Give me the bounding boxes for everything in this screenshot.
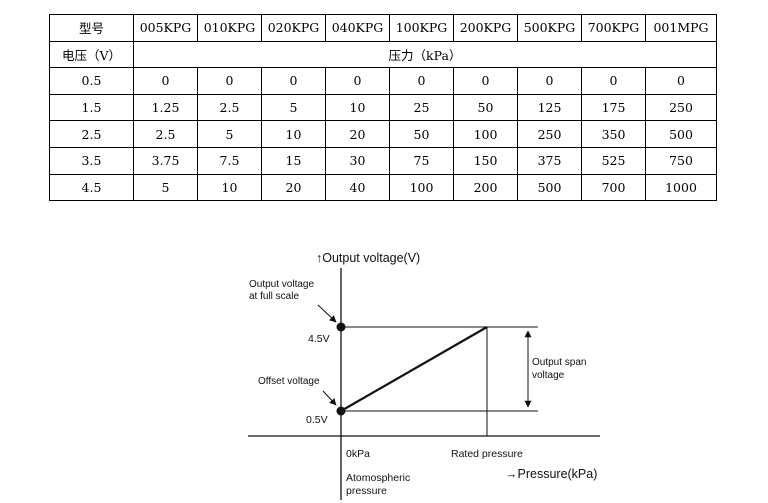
pressure-cell: 100 [389,173,454,202]
pressure-cell: 0 [581,67,646,95]
table-unit-row: 电压（V） 压力（kPa） [49,40,717,69]
pressure-cell: 40 [325,173,390,202]
table-row: 3.5 3.75 7.5 15 30 75 150 375 525 750 [49,146,717,175]
pressure-cell: 0 [133,67,198,95]
model-cell: 500KPG [517,14,582,42]
v-low-label: 0.5V [306,414,328,426]
full-scale-pointer-arrow [317,304,337,323]
pressure-cell: 0 [645,67,717,95]
x-rated-label: Rated pressure [451,448,523,460]
full-scale-label-line2: at full scale [249,291,299,302]
voltage-cell: 3.5 [49,146,134,175]
pressure-cell: 50 [389,120,454,148]
offset-label: Offset voltage [258,376,320,387]
pressure-cell: 0 [517,67,582,95]
pressure-cell: 1000 [645,173,717,202]
table-row: 2.5 2.5 5 10 20 50 100 250 350 500 [49,120,717,148]
voltage-cell: 1.5 [49,93,134,122]
table-header-row: 型号 005KPG 010KPG 020KPG 040KPG 100KPG 20… [49,14,717,42]
pressure-cell: 75 [389,146,454,175]
pressure-cell: 525 [581,146,646,175]
pressure-cell: 20 [261,173,326,202]
pressure-cell: 0 [325,67,390,95]
table-row: 4.5 5 10 20 40 100 200 500 700 1000 [49,173,717,202]
full-scale-label-line1: Output voltage [249,279,314,290]
v-high-label: 4.5V [308,333,330,345]
model-label-cell: 型号 [49,14,134,42]
pressure-cell: 250 [645,93,717,122]
y-axis-title: ↑Output voltage(V) [316,251,420,265]
model-cell: 700KPG [581,14,646,42]
x-zero-label: 0kPa [346,448,370,460]
pressure-cell: 3.75 [133,146,198,175]
pressure-cell: 150 [453,146,518,175]
table-row: 1.5 1.25 2.5 5 10 25 50 125 175 250 [49,93,717,122]
voltage-label-cell: 电压（V） [49,40,134,69]
atmospheric-label-line2: pressure [346,485,387,497]
pressure-cell: 10 [197,173,262,202]
model-cell: 001MPG [645,14,717,42]
pressure-cell: 5 [133,173,198,202]
x-axis-title: →Pressure(kPa) [505,467,597,481]
span-label-line1: Output span [532,357,586,368]
pressure-cell: 500 [645,120,717,148]
pressure-cell: 500 [517,173,582,202]
pressure-label-cell: 压力（kPa） [133,40,717,69]
offset-pointer-arrow [322,390,337,406]
characteristic-line [340,326,488,412]
voltage-cell: 2.5 [49,120,134,148]
model-cell: 020KPG [261,14,326,42]
offset-point [336,406,346,416]
pressure-cell: 250 [517,120,582,148]
span-label-line2: voltage [532,370,565,381]
pressure-cell: 50 [453,93,518,122]
pressure-cell: 175 [581,93,646,122]
pressure-voltage-table: 型号 005KPG 010KPG 020KPG 040KPG 100KPG 20… [49,14,717,202]
pressure-cell: 700 [581,173,646,202]
full-scale-point [336,322,346,332]
atmospheric-label-line1: Atomospheric [346,472,410,484]
pressure-cell: 200 [453,173,518,202]
voltage-cell: 4.5 [49,173,134,202]
model-cell: 200KPG [453,14,518,42]
model-cell: 005KPG [133,14,198,42]
